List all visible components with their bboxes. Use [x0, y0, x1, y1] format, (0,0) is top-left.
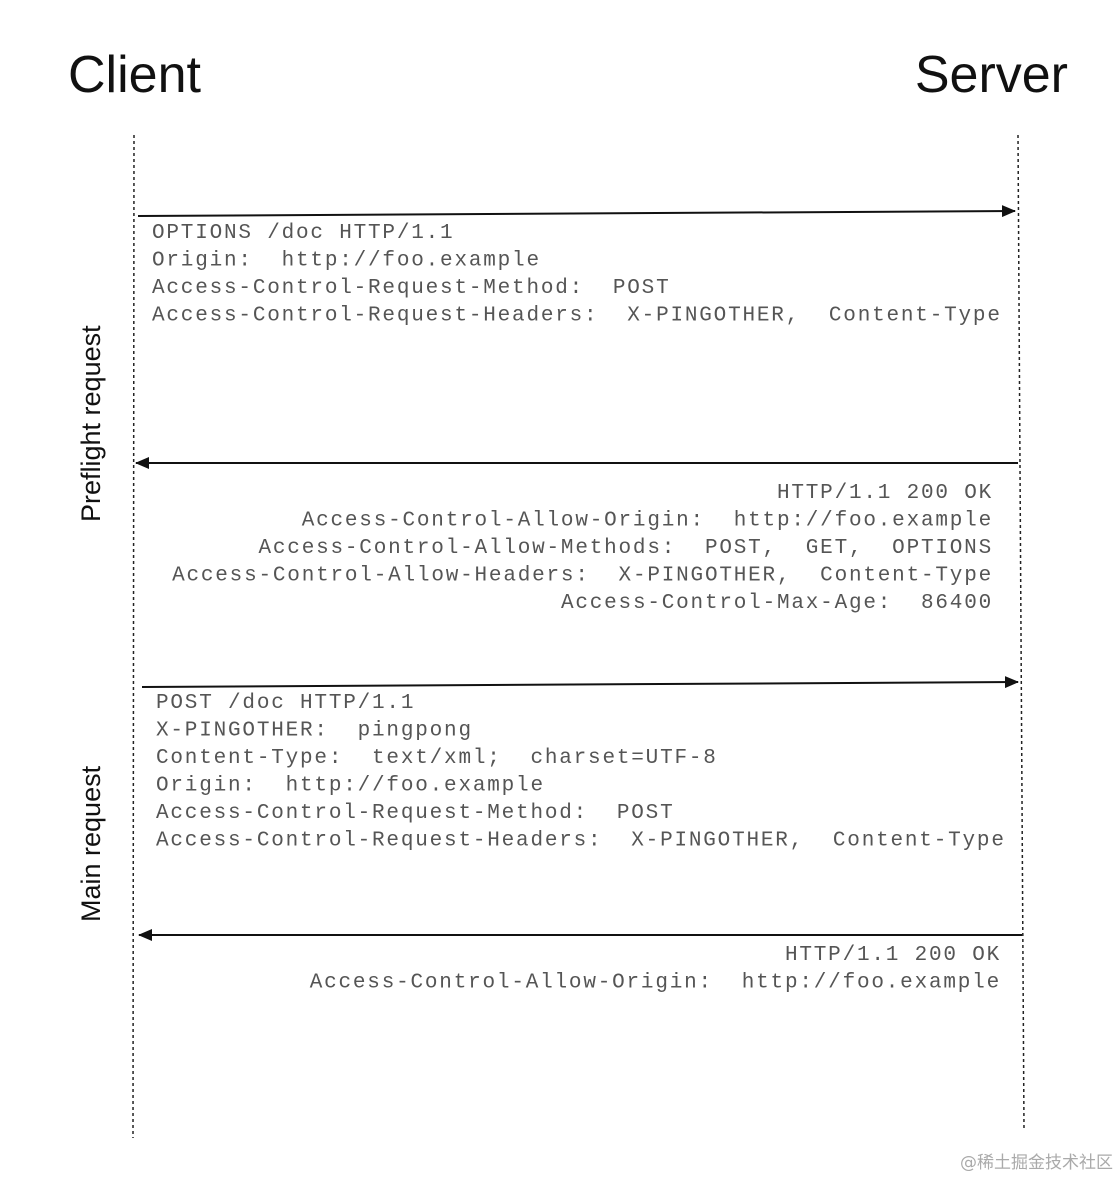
http-header-line: Access-Control-Request-Method: POST	[156, 802, 674, 825]
http-header-line: Access-Control-Request-Headers: X-PINGOT…	[156, 830, 1006, 853]
http-header-line: HTTP/1.1 200 OK	[777, 482, 993, 505]
message-arrow-client-to-server	[137, 205, 1016, 218]
http-header-line: Origin: http://foo.example	[156, 775, 545, 798]
http-header-line: Access-Control-Allow-Methods: POST, GET,…	[258, 537, 993, 560]
http-header-line: OPTIONS /doc HTTP/1.1	[152, 222, 454, 245]
http-header-line: X-PINGOTHER: pingpong	[156, 720, 473, 743]
message-arrow-client-to-server	[141, 676, 1019, 689]
main-phase-label: Main request	[76, 765, 106, 922]
client-label: Client	[68, 46, 201, 104]
http-header-line: Content-Type: text/xml; charset=UTF-8	[156, 747, 718, 770]
http-header-line: Origin: http://foo.example	[152, 250, 541, 273]
preflight-phase-label: Preflight request	[76, 325, 106, 522]
client-lifeline	[132, 134, 135, 1139]
http-header-line: Access-Control-Allow-Origin: http://foo.…	[302, 510, 993, 533]
http-header-line: Access-Control-Max-Age: 86400	[561, 592, 993, 615]
http-header-line: Access-Control-Request-Method: POST	[152, 277, 670, 300]
http-header-line: Access-Control-Allow-Origin: http://foo.…	[310, 972, 1001, 995]
watermark: @稀土掘金技术社区	[960, 1153, 1113, 1173]
server-lifeline	[1017, 134, 1025, 1131]
http-header-line: HTTP/1.1 200 OK	[785, 944, 1001, 967]
server-label: Server	[915, 46, 1068, 104]
http-header-line: Access-Control-Allow-Headers: X-PINGOTHE…	[172, 565, 993, 588]
http-header-line: POST /doc HTTP/1.1	[156, 692, 415, 715]
http-header-line: Access-Control-Request-Headers: X-PINGOT…	[152, 305, 1002, 328]
